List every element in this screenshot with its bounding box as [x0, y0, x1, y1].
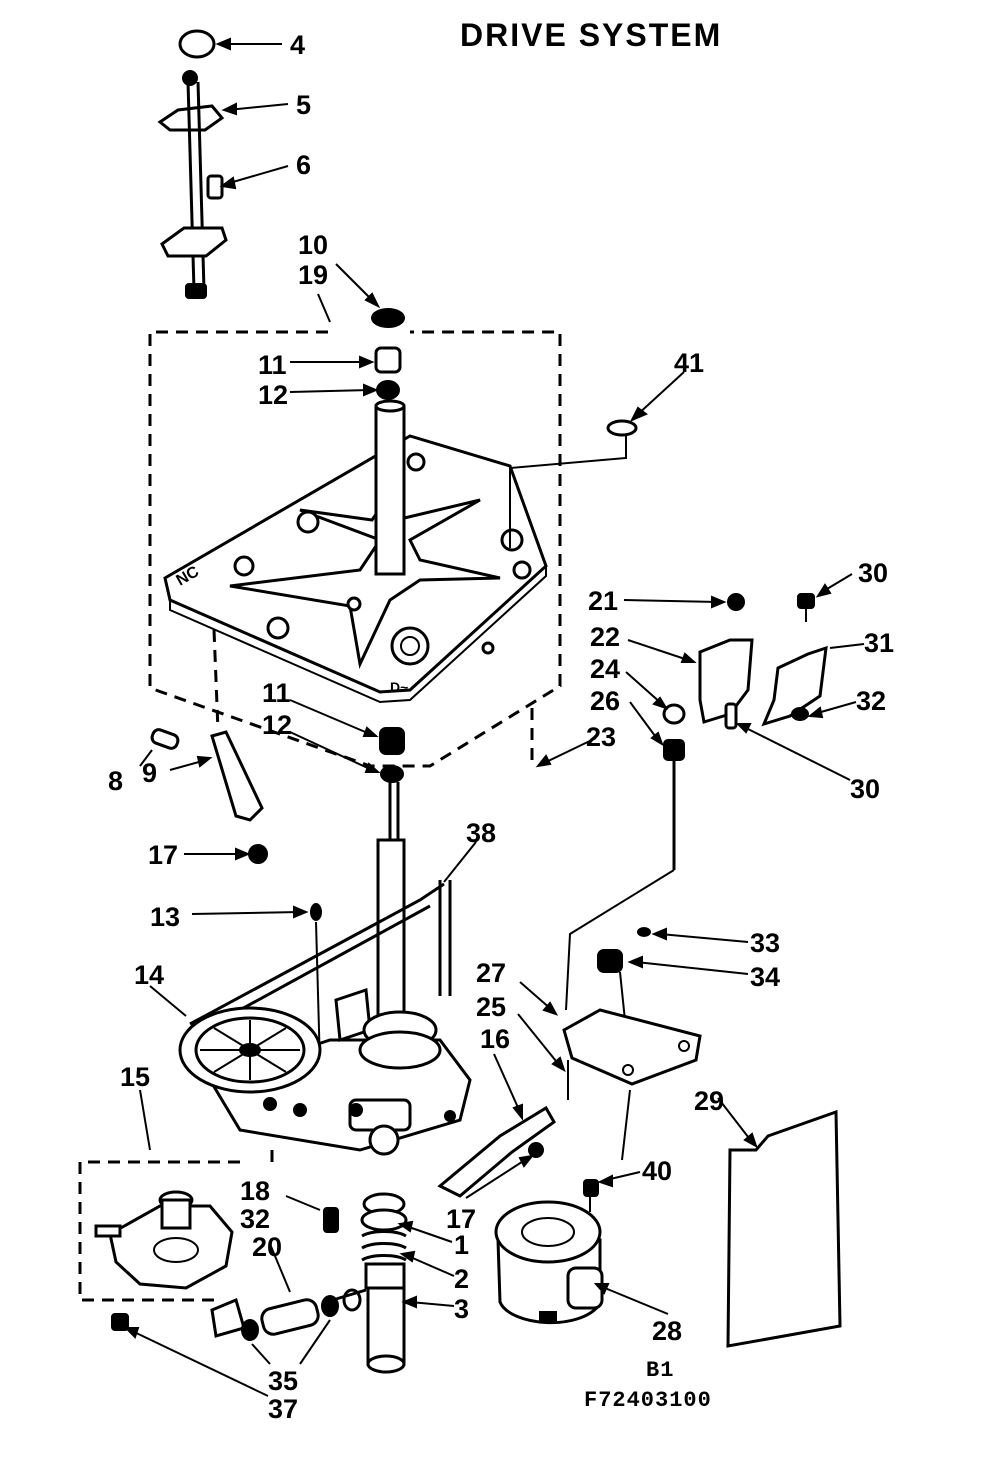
lower-bracket-part	[160, 226, 228, 258]
callout-11-top: 11	[258, 350, 287, 380]
callout-leaders-11-12-top	[289, 355, 379, 397]
seal-stack-top	[371, 308, 405, 400]
cap-part-4	[178, 29, 216, 59]
diagram-title: DRIVE SYSTEM	[460, 17, 722, 53]
callout-4: 4	[290, 30, 305, 60]
callout-37: 37	[268, 1394, 298, 1424]
right-bracket-group	[662, 593, 828, 870]
callout-8: 8	[108, 766, 123, 796]
screw-part-6	[206, 174, 224, 200]
callout-13: 13	[150, 902, 180, 932]
callout-17-left: 17	[148, 840, 178, 870]
cover-panel-part-29	[717, 1097, 842, 1348]
callout-25: 25	[476, 992, 506, 1022]
arm-part-16	[437, 1053, 556, 1199]
hose-assembly	[111, 1243, 367, 1397]
callout-leaders-right	[530, 573, 865, 781]
gearcase-assembly	[149, 985, 472, 1156]
callout-5: 5	[296, 90, 311, 120]
callout-28: 28	[652, 1316, 682, 1346]
callout-leaders-10-19	[317, 263, 381, 323]
motor-mount-plate	[517, 869, 702, 1161]
callout-17-lower: 17	[446, 1204, 476, 1234]
callout-9: 9	[142, 758, 157, 788]
left-link-group	[139, 629, 268, 864]
callout-12-lower: 12	[262, 710, 292, 740]
callout-30-bottom: 30	[850, 774, 880, 804]
base-plate: NC D~	[163, 434, 548, 704]
plate-marking-2: D~	[390, 679, 408, 695]
callout-21: 21	[588, 586, 618, 616]
callout-19: 19	[298, 260, 328, 290]
callout-24: 24	[590, 654, 620, 684]
callout-2: 2	[454, 1264, 469, 1294]
callout-33: 33	[750, 928, 780, 958]
mount-parts-33-34	[597, 927, 749, 1031]
callout-34: 34	[750, 962, 780, 992]
central-shaft-lower	[376, 782, 406, 1022]
callout-35: 35	[268, 1366, 298, 1396]
section-code: B1	[646, 1358, 674, 1383]
callout-29: 29	[694, 1086, 724, 1116]
drive-belt-part-38	[189, 841, 477, 1036]
callout-15: 15	[120, 1062, 150, 1092]
pump-group-outline	[78, 1150, 274, 1302]
callout-10: 10	[298, 230, 328, 260]
callout-leaders-top	[215, 37, 289, 190]
link-part-9	[210, 730, 264, 822]
callout-23: 23	[586, 722, 616, 752]
clutch-stack	[360, 1192, 455, 1374]
bolt-part-18	[285, 1195, 339, 1233]
callout-6: 6	[296, 150, 311, 180]
motor-part-28	[494, 1200, 669, 1324]
callout-18: 18	[240, 1176, 270, 1206]
callout-22: 22	[590, 622, 620, 652]
callout-11-lower: 11	[262, 678, 291, 708]
callout-1: 1	[454, 1230, 469, 1260]
callout-26: 26	[590, 686, 620, 716]
seal-stack-lower	[289, 699, 405, 783]
callout-20: 20	[252, 1232, 282, 1262]
pump-part-15	[94, 1089, 234, 1290]
callout-31: 31	[864, 628, 894, 658]
central-shaft-upper	[374, 399, 406, 576]
callout-30-top: 30	[858, 558, 888, 588]
bracket-part-22	[698, 638, 754, 724]
callout-32: 32	[856, 686, 886, 716]
bracket-part-31	[761, 645, 828, 727]
callout-14: 14	[134, 960, 164, 990]
callout-40: 40	[642, 1156, 672, 1186]
upper-bracket-part-5	[157, 104, 225, 132]
callout-38: 38	[466, 818, 496, 848]
callout-12-top: 12	[258, 380, 288, 410]
drawing-number: F72403100	[584, 1388, 712, 1413]
upper-shaft-assembly	[157, 70, 228, 299]
callout-27: 27	[476, 958, 506, 988]
screw-part-40	[583, 1171, 641, 1212]
callout-32-lower: 32	[240, 1204, 270, 1234]
washer-part-41	[509, 371, 685, 548]
callout-3: 3	[454, 1294, 469, 1324]
callout-41: 41	[674, 348, 704, 378]
callout-16: 16	[480, 1024, 510, 1054]
